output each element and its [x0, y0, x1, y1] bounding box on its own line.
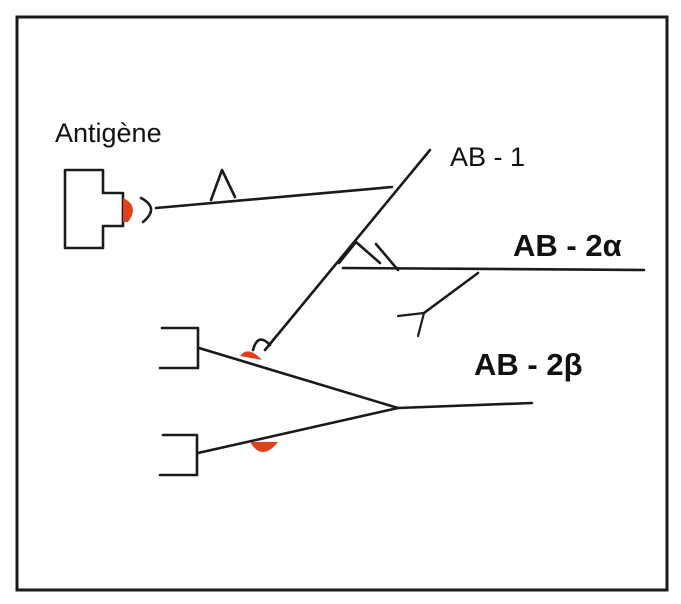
- ab1-arm-to-antigen: [154, 185, 394, 210]
- ab2b-label: AB - 2β: [474, 347, 583, 382]
- antigen-label: Antigène: [55, 118, 162, 148]
- ab2a-triangle: [337, 240, 382, 265]
- antigen-group: Antigène: [55, 118, 162, 250]
- diagram-frame: [15, 15, 669, 592]
- ab2b-lower-arm: [196, 406, 400, 455]
- ab2b-lower-epitope-dot: [250, 442, 278, 452]
- ab1-group: AB - 1: [154, 142, 525, 352]
- ab2b-stem: [396, 401, 534, 410]
- ab1-stem: [263, 148, 432, 352]
- ab2b-lower-bracket: [158, 433, 199, 477]
- ab2a-y-down: [416, 311, 426, 338]
- antigen-binding-site-arc: [139, 196, 153, 224]
- ab2a-group: AB - 2α: [337, 228, 646, 338]
- ab2a-branch: [422, 271, 480, 315]
- ab1-arm-triangle: [209, 168, 237, 202]
- ab1-binding-site-arc: [251, 338, 272, 352]
- ab2b-upper-epitope-dot: [240, 351, 262, 360]
- ab2a-y-left: [396, 311, 426, 318]
- antigen-epitope-dot: [123, 198, 133, 222]
- ab2a-label: AB - 2α: [513, 228, 622, 263]
- ab2b-upper-arm: [197, 346, 400, 410]
- ab2a-hook: [374, 242, 400, 272]
- ab1-label: AB - 1: [450, 142, 525, 172]
- ab2a-main-line: [341, 266, 646, 272]
- ab2b-group: AB - 2β: [158, 326, 583, 477]
- antigen-shape: [63, 168, 125, 250]
